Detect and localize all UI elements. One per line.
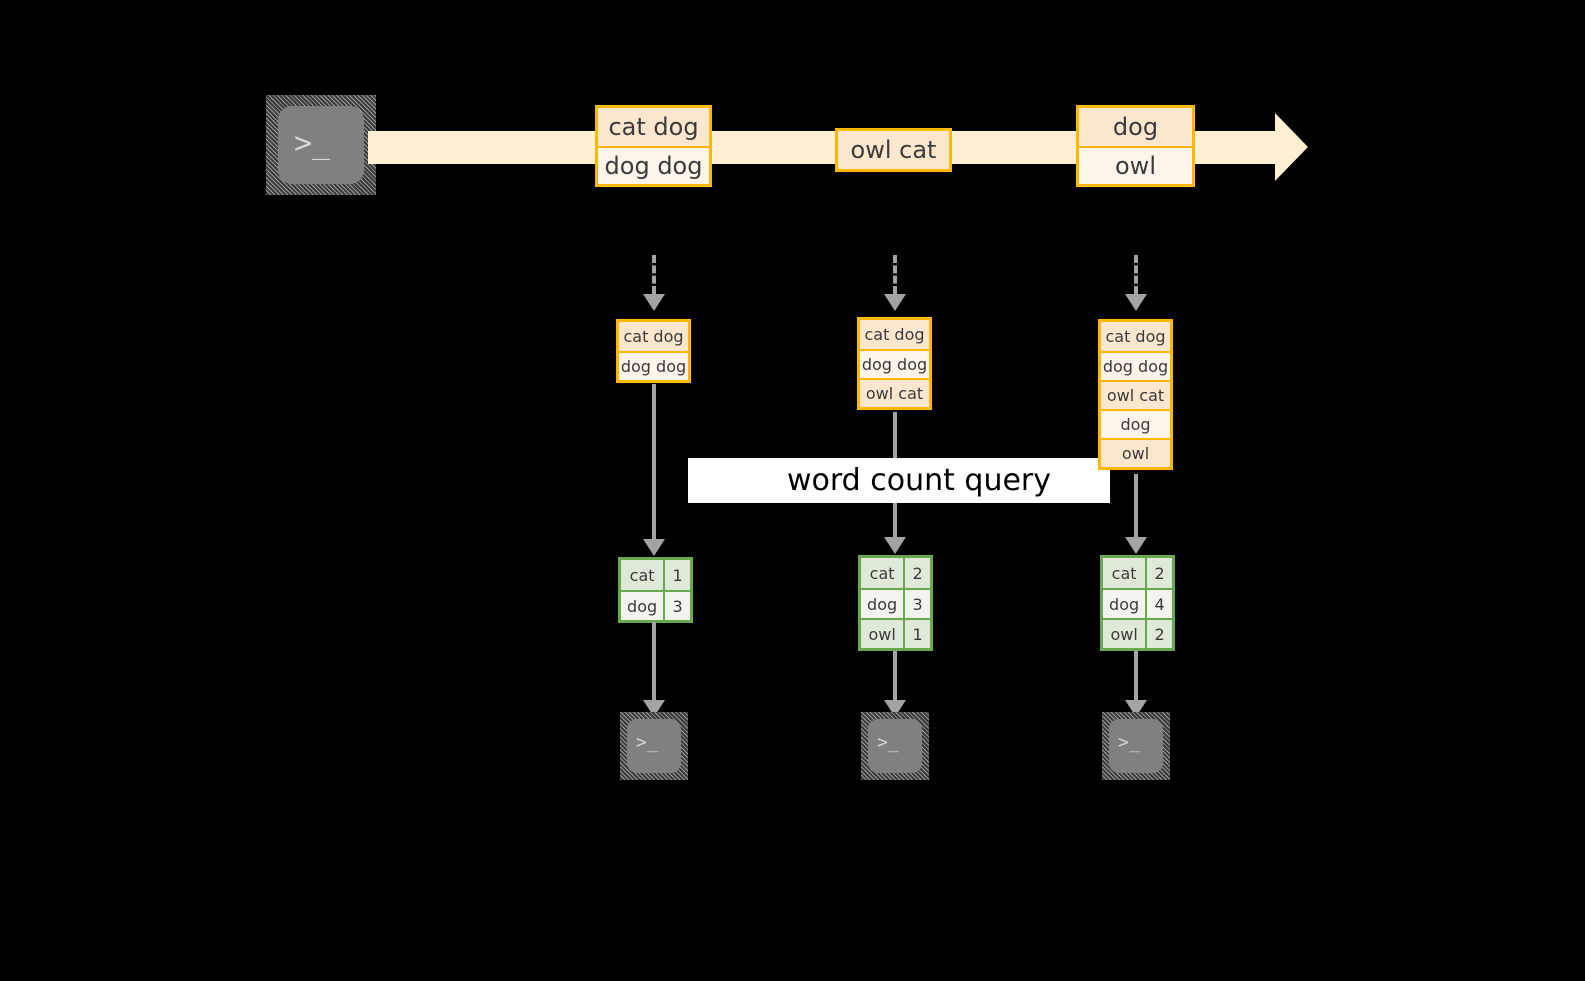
snapshot-3-sink-terminal-icon: >_ [1102,712,1170,780]
source-terminal-icon: >_ [266,95,376,195]
table-row: dog 3 [621,590,690,620]
input-line: dog [1101,409,1170,438]
arrow-shaft [1134,651,1138,700]
stream-arrowhead-icon [1275,113,1311,181]
word-cell: dog [621,592,666,620]
count-cell: 2 [1154,563,1165,583]
arrow-shaft [652,255,656,294]
arrow-head-icon [643,294,665,311]
input-line: cat dog [864,325,925,344]
snapshot-3-result-table: cat 2 dog 4 owl 2 [1100,555,1175,651]
input-line: owl cat [1101,380,1170,409]
query-label: word count query [786,463,1052,498]
snapshot-1-sink-arrow [643,622,665,717]
word-cell: cat [621,560,666,590]
terminal-face [1109,719,1163,773]
input-line: cat dog [1105,327,1166,346]
table-row: dog 4 [1103,588,1172,618]
snapshot-1-result-table: cat 1 dog 3 [618,557,693,623]
count-cell: 1 [912,624,923,644]
count-cell: 3 [672,596,683,616]
query-label-band: word count query [688,458,1110,503]
stream-record-1: cat dog dog dog [595,105,712,187]
record-line: owl cat [850,136,937,164]
input-line: owl [1101,438,1170,467]
table-row: cat 2 [861,558,930,588]
table-row: owl 2 [1103,618,1172,648]
terminal-prompt-glyph: >_ [294,126,331,161]
arrow-shaft [893,651,897,700]
input-line: dog dog [619,351,688,380]
count-cell: 4 [1154,594,1165,614]
input-line: dog dog [1101,351,1170,380]
stream-to-snapshot-1-arrow [643,255,665,311]
arrow-shaft [893,255,897,294]
count-cell: 2 [1154,624,1165,644]
word-cell: cat [861,558,906,588]
arrow-shaft [1134,255,1138,294]
terminal-face [868,719,922,773]
input-line: owl cat [860,378,929,407]
terminal-prompt-glyph: >_ [636,732,658,753]
arrow-shaft [1134,474,1138,537]
word-cell: dog [861,590,906,618]
snapshot-2-sink-terminal-icon: >_ [861,712,929,780]
stream-record-3: dog owl [1076,105,1195,187]
arrow-head-icon [1125,537,1147,554]
arrow-head-icon [884,294,906,311]
record-line: dog [1112,113,1159,141]
stream-to-snapshot-2-arrow [884,255,906,311]
table-row: owl 1 [861,618,930,648]
snapshot-1-sink-terminal-icon: >_ [620,712,688,780]
count-cell: 2 [912,563,923,583]
record-line: cat dog [608,113,699,141]
table-row: dog 3 [861,588,930,618]
arrow-shaft [652,384,656,539]
snapshot-2-input-box: cat dog dog dog owl cat [857,317,932,410]
record-line: owl [1079,146,1192,184]
terminal-face [627,719,681,773]
word-cell: owl [1103,620,1148,648]
arrow-shaft [652,622,656,700]
arrow-head-icon [1125,294,1147,311]
snapshot-3-sink-arrow [1125,651,1147,717]
snapshot-3-input-box: cat dog dog dog owl cat dog owl [1098,319,1173,470]
stream-to-snapshot-3-arrow [1125,255,1147,311]
word-cell: owl [861,620,906,648]
snapshot-1-query-arrow [643,384,665,556]
stream-record-2: owl cat [835,128,952,172]
record-line: dog dog [598,146,709,184]
snapshot-2-sink-arrow [884,651,906,717]
word-cell: cat [1103,558,1148,588]
arrow-head-icon [643,539,665,556]
count-cell: 1 [672,565,683,585]
word-cell: dog [1103,590,1148,618]
terminal-face [278,106,364,184]
terminal-prompt-glyph: >_ [1118,732,1140,753]
input-line: dog dog [860,349,929,378]
table-row: cat 2 [1103,558,1172,588]
snapshot-2-result-table: cat 2 dog 3 owl 1 [858,555,933,651]
count-cell: 3 [912,594,923,614]
snapshot-1-input-box: cat dog dog dog [616,319,691,383]
input-line: cat dog [623,327,684,346]
terminal-prompt-glyph: >_ [877,732,899,753]
table-row: cat 1 [621,560,690,590]
arrow-head-icon [884,537,906,554]
snapshot-3-query-arrow [1125,474,1147,554]
